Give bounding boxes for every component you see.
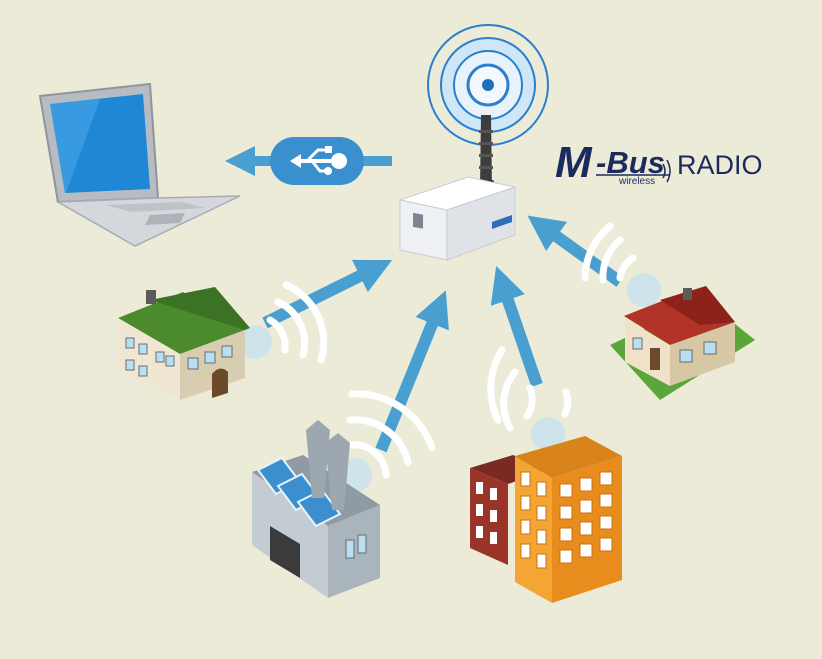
signal-arrows [262,215,624,453]
apartment-building-icon [470,436,622,603]
laptop-icon [38,82,241,247]
logo-word: -Bus [596,145,665,180]
house-green-roof-icon [118,287,250,400]
factory-icon [252,420,380,598]
radio-signal-rings-icon [427,24,549,146]
radio-waves-house-left-icon [238,281,328,364]
logo-letter-m: M [555,138,593,187]
house-red-roof-icon [610,286,755,400]
radio-waves-house-right-icon [581,222,661,307]
radio-waves-apartment-icon [487,346,572,451]
usb-connection [225,137,392,185]
logo-sub: wireless [618,176,655,187]
radio-waves-icon [662,159,671,183]
usb-icon [290,146,347,175]
gateway-icon [398,176,517,261]
logo-radio: RADIO [677,150,763,180]
m-bus-radio-logo: M -Bus wireless RADIO [555,138,763,187]
